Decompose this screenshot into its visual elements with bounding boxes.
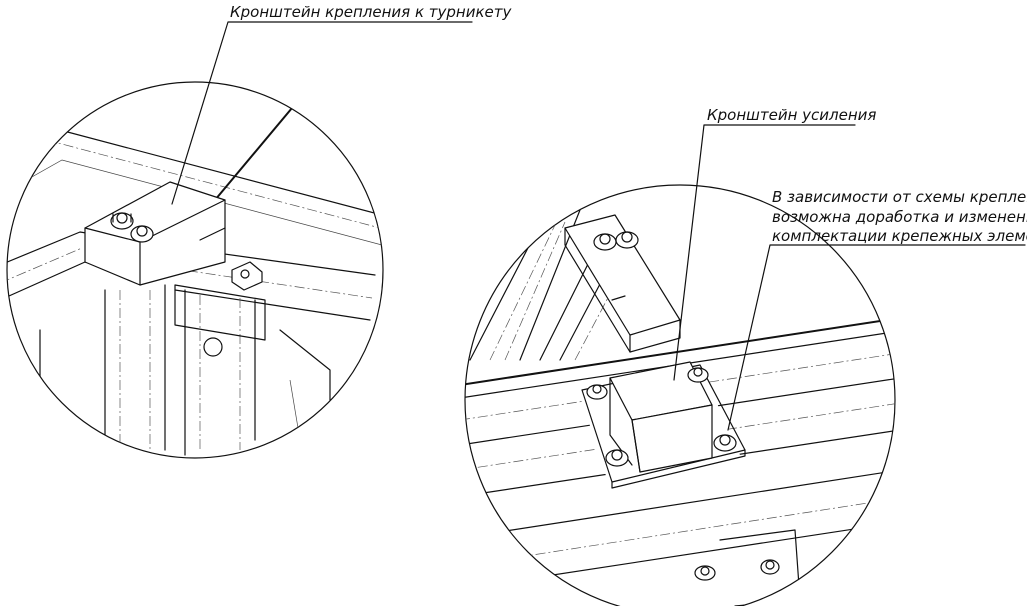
bolt-icon: [615, 231, 639, 249]
callout-note-line-3: комплектации крепежных элементов: [772, 227, 1027, 245]
bolt-icon: [713, 434, 737, 452]
bolt-icon: [687, 367, 709, 383]
left-detail-circle: [6, 81, 384, 459]
left-detail-view: Кронштейн крепления к турникету: [6, 3, 512, 459]
right-detail-view: Кронштейн усиления В зависимости от схем…: [464, 106, 1027, 606]
leader-turnstile-bracket: [171, 21, 473, 205]
bolt-icon: [110, 212, 134, 230]
nut-icon: [694, 565, 716, 581]
bolt-icon: [593, 233, 617, 251]
callout-reinforcement-bracket: Кронштейн усиления: [707, 106, 876, 124]
nut-icon: [231, 261, 263, 291]
callout-note-line-2: возможна доработка и изменение: [772, 208, 1027, 226]
callout-note-line-1: В зависимости от схемы крепления: [772, 188, 1027, 206]
leader-reinforcement-bracket: [673, 124, 856, 381]
right-detail-circle: [464, 184, 896, 606]
bolt-icon: [130, 225, 154, 243]
post-hole: [203, 337, 223, 357]
bolt-icon: [605, 449, 629, 467]
nut-icon: [760, 559, 780, 575]
callout-turnstile-bracket: Кронштейн крепления к турникету: [230, 3, 512, 21]
bolt-icon: [586, 384, 608, 400]
leader-note: [727, 244, 1026, 431]
